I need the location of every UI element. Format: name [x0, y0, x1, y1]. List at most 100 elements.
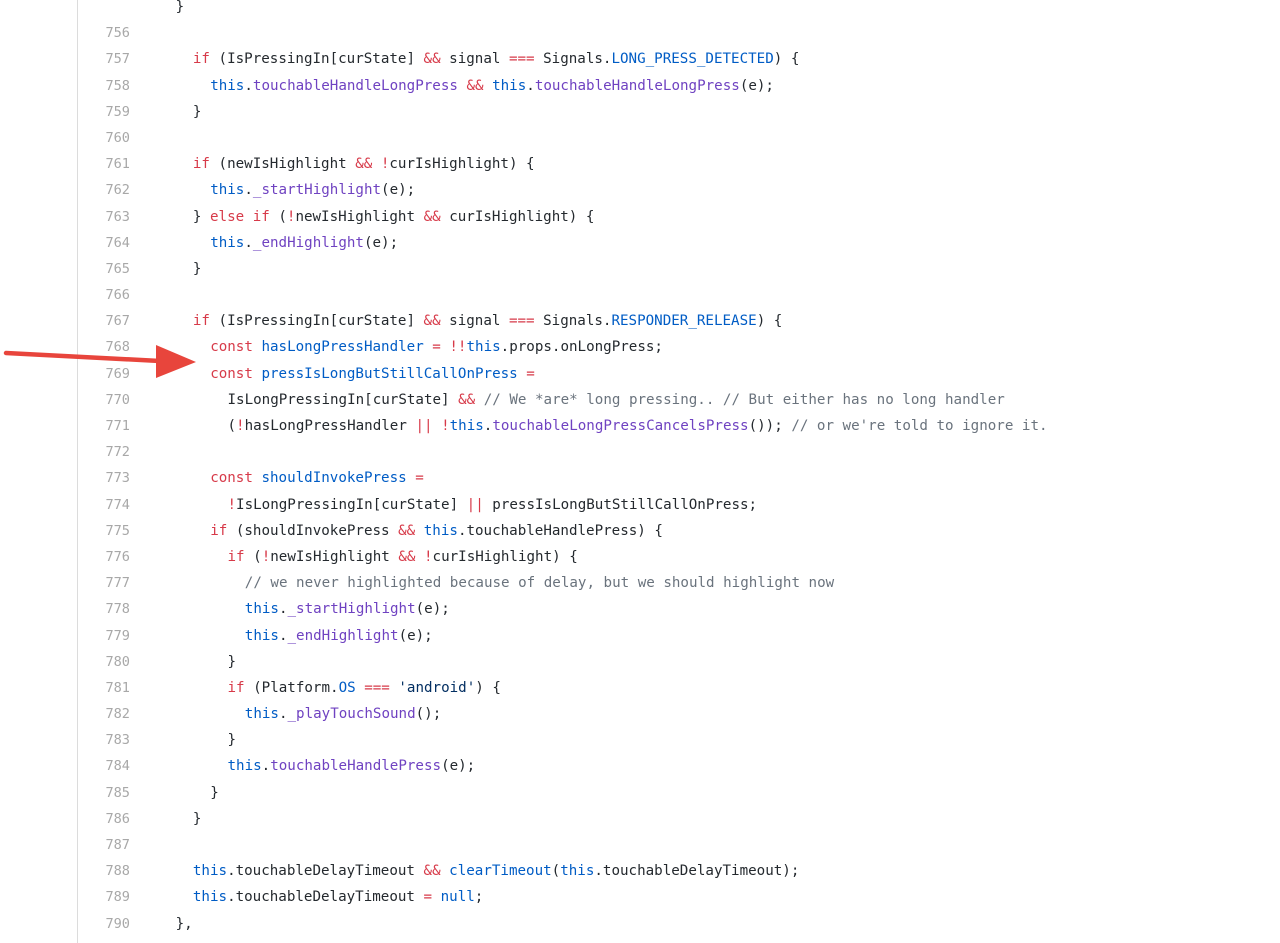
code-token: (e);	[415, 601, 450, 618]
code-token: ) {	[773, 51, 800, 68]
code-text: this.touchableHandlePress(e);	[228, 753, 476, 779]
line-number[interactable]: 757	[105, 51, 130, 68]
code-text: this._startHighlight(e);	[245, 596, 450, 622]
code-token: .touchableDelayTimeout);	[594, 863, 800, 880]
code-token: .touchableDelayTimeout	[227, 889, 424, 906]
line-number[interactable]: 785	[105, 784, 130, 801]
code-token: // or we're told to ignore it.	[791, 418, 1048, 434]
code-token: &&	[423, 863, 441, 880]
code-text: }	[193, 99, 202, 125]
code-text: }	[210, 780, 219, 806]
code-text: }	[228, 727, 237, 753]
line-number[interactable]: 776	[105, 548, 130, 565]
code-token: .	[278, 627, 288, 644]
code-token: this	[192, 863, 228, 880]
code-text: } else if (!newIsHighlight && curIsHighl…	[193, 204, 595, 230]
code-token: hasLongPressHandler	[244, 418, 416, 434]
code-line: 776 if (!newIsHighlight && !curIsHighligh…	[0, 544, 1280, 570]
code-token: .props.onLongPress;	[500, 339, 663, 356]
code-line: 784 this.touchableHandlePress(e);	[0, 753, 1280, 779]
line-number[interactable]: 787	[105, 837, 130, 853]
line-number[interactable]: 778	[105, 601, 130, 618]
line-number[interactable]: 791	[80, 937, 130, 943]
code-token: curIsHighlight) {	[389, 156, 535, 173]
line-number[interactable]: 762	[105, 182, 130, 199]
line-number[interactable]: 764	[105, 234, 130, 251]
line-number[interactable]: 782	[105, 706, 130, 723]
line-number[interactable]: 763	[105, 208, 130, 225]
line-number[interactable]: 767	[105, 313, 130, 330]
code-token: if	[227, 548, 245, 565]
code-token	[415, 549, 424, 565]
line-number[interactable]: 761	[105, 156, 130, 173]
code-line: 763 } else if (!newIsHighlight && curIsHi…	[0, 204, 1280, 230]
code-token	[407, 470, 416, 486]
code-text: if (!newIsHighlight && !curIsHighlight) …	[228, 544, 578, 570]
code-token: (e);	[441, 758, 476, 775]
code-token: &&	[423, 313, 441, 330]
code-token: this	[560, 863, 595, 880]
code-token	[441, 863, 450, 879]
code-token: &&	[423, 51, 441, 68]
code-line: 787	[0, 832, 1280, 858]
line-number[interactable]: 786	[105, 810, 130, 827]
code-text: if (newIsHighlight && !curIsHighlight) {	[193, 151, 535, 177]
code-text: // we never highlighted because of delay…	[245, 570, 834, 596]
line-number[interactable]: 773	[105, 470, 130, 487]
code-token: const	[210, 470, 253, 487]
line-number[interactable]: 783	[105, 732, 130, 749]
code-token: this	[423, 522, 458, 539]
code-token: .	[278, 706, 288, 723]
code-token: touchableHandleLongPress	[252, 77, 458, 94]
code-token	[475, 392, 484, 408]
code-token: this	[192, 889, 228, 906]
code-token: ===	[364, 679, 390, 696]
line-number[interactable]: 759	[105, 103, 130, 120]
line-number[interactable]: 789	[105, 889, 130, 906]
line-number[interactable]: 766	[105, 287, 130, 304]
code-token: }	[192, 208, 210, 225]
line-number[interactable]: 779	[105, 627, 130, 644]
code-token	[244, 209, 253, 225]
code-text: this._endHighlight(e);	[210, 230, 398, 256]
line-number[interactable]: 777	[105, 575, 130, 592]
code-text: this._startHighlight(e);	[210, 177, 415, 203]
code-token: (e);	[381, 182, 416, 199]
line-number[interactable]: 771	[105, 418, 130, 434]
line-number[interactable]: 760	[105, 129, 130, 146]
code-token: _endHighlight	[287, 627, 399, 644]
line-number[interactable]: 756	[105, 25, 130, 42]
code-token: .touchableHandlePress) {	[457, 522, 663, 539]
line-number[interactable]: 758	[105, 77, 130, 94]
code-text: if (IsPressingIn[curState] && signal ===…	[193, 46, 800, 72]
line-number[interactable]: 772	[105, 444, 130, 461]
line-number[interactable]: 770	[105, 391, 130, 408]
line-number[interactable]: 774	[105, 496, 130, 513]
line-number[interactable]: 768	[105, 339, 130, 356]
line-number[interactable]: 790	[105, 915, 130, 932]
line-number[interactable]: 788	[105, 863, 130, 880]
code-token: },	[175, 915, 193, 932]
code-token: }	[227, 732, 237, 749]
code-token: !	[261, 548, 271, 565]
code-text: }	[228, 649, 237, 675]
line-number[interactable]: 781	[105, 679, 130, 696]
line-number[interactable]: 775	[105, 522, 130, 539]
code-token: .	[261, 758, 271, 775]
code-line: }	[0, 0, 1280, 20]
code-token: ();	[415, 706, 442, 723]
code-line: 764 this._endHighlight(e);	[0, 230, 1280, 256]
code-token: !	[424, 548, 433, 565]
code-text: }	[193, 256, 202, 282]
line-number[interactable]: 784	[105, 758, 130, 775]
code-text: }	[193, 806, 202, 832]
code-token: if	[227, 679, 245, 696]
code-text: const pressIsLongButStillCallOnPress =	[210, 361, 535, 387]
line-number[interactable]: 769	[105, 365, 130, 382]
code-token: (e);	[398, 627, 433, 644]
line-number[interactable]: 780	[105, 653, 130, 670]
line-number[interactable]: 765	[105, 260, 130, 277]
code-line: 766	[0, 282, 1280, 308]
